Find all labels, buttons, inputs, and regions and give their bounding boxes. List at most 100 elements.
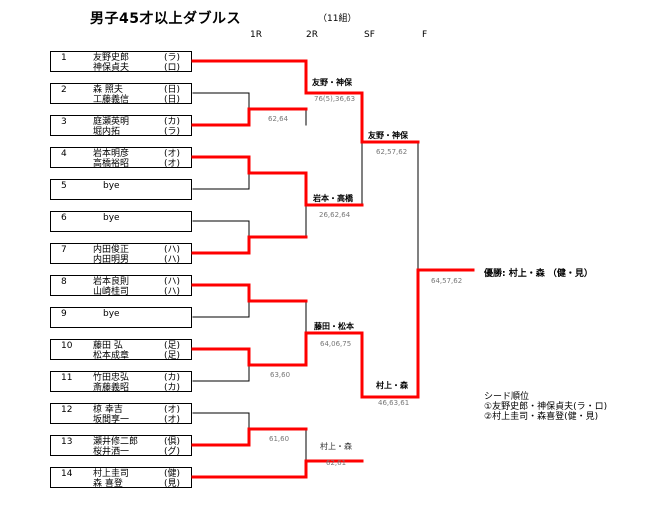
- entry-seed: 13: [61, 437, 73, 447]
- player-name: 高橋裕昭: [93, 159, 130, 169]
- winner-lines: [191, 59, 475, 479]
- player-name: 神保貞夫: [93, 63, 130, 73]
- r2-winner: 岩本・高橋: [313, 194, 353, 203]
- player-name: 椋 幸吉: [93, 405, 123, 415]
- r2-score: 64,06,75: [320, 340, 352, 348]
- player-club: (足): [164, 351, 181, 361]
- player-name: 岩本良則: [93, 277, 130, 287]
- entry-seed: 9: [61, 309, 67, 319]
- seeding-legend: シード順位 ①友野史郎・神保貞夫(ラ・ロ) ②村上圭司・森喜登(健・見): [484, 392, 607, 422]
- player-name: 松本成章: [93, 351, 130, 361]
- line: [192, 172, 250, 190]
- entry-seed: 6: [61, 213, 67, 223]
- entry-box: 9 bye: [50, 307, 192, 328]
- player-club: (オ): [164, 159, 181, 169]
- sf-winner: 友野・神保: [368, 131, 408, 140]
- entry-seed: 7: [61, 245, 67, 255]
- player-name: 瀬井修二郎: [93, 437, 139, 447]
- player-club: (日): [164, 85, 181, 95]
- player-name: 森 喜登: [93, 479, 123, 489]
- entry-seed: 14: [61, 469, 73, 479]
- player-club: (ハ): [164, 287, 181, 297]
- player-name: 内田明男: [93, 255, 130, 265]
- entry-box: 6 bye: [50, 211, 192, 232]
- player-club: (倶): [164, 437, 181, 447]
- sf-score: 62,57,62: [376, 148, 408, 156]
- entry-seed: 8: [61, 277, 67, 287]
- player-name: 岩本明彦: [93, 149, 130, 159]
- line: [192, 364, 250, 382]
- round-label-2r: 2R: [306, 30, 318, 40]
- entry-seed: 5: [61, 181, 67, 191]
- round-label-sf: SF: [364, 30, 375, 40]
- line: [191, 155, 364, 207]
- player-club: (ハ): [164, 245, 181, 255]
- player-club: (オ): [164, 415, 181, 425]
- player-club: (カ): [164, 383, 181, 393]
- player-club: (カ): [164, 117, 181, 127]
- player-club: (グ): [164, 447, 181, 457]
- r2-score: 62,61: [326, 459, 347, 467]
- player-club: (ハ): [164, 255, 181, 265]
- round-label-f: F: [422, 30, 428, 40]
- player-club: (ロ): [164, 63, 181, 73]
- entry-seed: 2: [61, 85, 67, 95]
- player-club: (日): [164, 95, 181, 105]
- entry-seed: 1: [61, 53, 67, 63]
- round-label-1r: 1R: [250, 30, 262, 40]
- loser-lines: [192, 92, 419, 462]
- player-club: (足): [164, 341, 181, 351]
- sf-score: 46,63,61: [378, 399, 410, 407]
- line: [191, 459, 364, 479]
- entry-seed: 3: [61, 117, 67, 127]
- r2-winner: 友野・神保: [312, 78, 352, 87]
- player-club: (健): [164, 469, 181, 479]
- player-name: 斎藤義昭: [93, 383, 130, 393]
- player-name: 藤田 弘: [93, 341, 123, 351]
- entry-bye: bye: [103, 309, 120, 319]
- player-name: 山崎桂司: [93, 287, 130, 297]
- player-name: 竹田忠弘: [93, 373, 130, 383]
- entry-seed: 10: [61, 341, 73, 351]
- page-title: 男子45才以上ダブルス: [90, 11, 241, 27]
- player-club: (ハ): [164, 277, 181, 287]
- seeding-item: ①友野史郎・神保貞夫(ラ・ロ): [484, 402, 608, 412]
- player-club: (ラ): [164, 53, 181, 63]
- r2-score: 76(5),36,63: [314, 95, 356, 103]
- player-club: (見): [164, 479, 181, 489]
- entry-bye: bye: [103, 181, 120, 191]
- r1-score: 61,60: [269, 435, 290, 443]
- player-name: 工藤義信: [93, 95, 130, 105]
- player-club: (オ): [164, 149, 181, 159]
- player-club: (カ): [164, 373, 181, 383]
- r2-winner: 村上・森: [320, 442, 352, 451]
- player-name: 桜井洒一: [93, 447, 130, 457]
- line: [191, 283, 308, 303]
- player-club: (オ): [164, 405, 181, 415]
- r1-score: 63,60: [270, 371, 291, 379]
- entry-bye: bye: [103, 213, 120, 223]
- line: [191, 59, 420, 144]
- line: [192, 92, 250, 110]
- r2-winner: 藤田・松本: [314, 322, 354, 331]
- entry-seed: 4: [61, 149, 67, 159]
- line: [192, 412, 250, 430]
- line: [191, 268, 475, 399]
- r1-score: 62,64: [268, 115, 289, 123]
- player-name: 内田俊正: [93, 245, 130, 255]
- seeding-title: シード順位: [484, 392, 530, 402]
- entry-seed: 12: [61, 405, 73, 415]
- line: [191, 235, 308, 255]
- final-score: 64,57,62: [431, 277, 463, 285]
- player-name: 村上圭司: [93, 469, 130, 479]
- line: [191, 107, 308, 127]
- r2-score: 26,62,64: [319, 211, 351, 219]
- player-name: 堀内拓: [93, 127, 121, 137]
- player-club: (ラ): [164, 127, 181, 137]
- champion-label: 優勝: 村上・森 （健・見）: [484, 269, 593, 279]
- line: [191, 427, 308, 447]
